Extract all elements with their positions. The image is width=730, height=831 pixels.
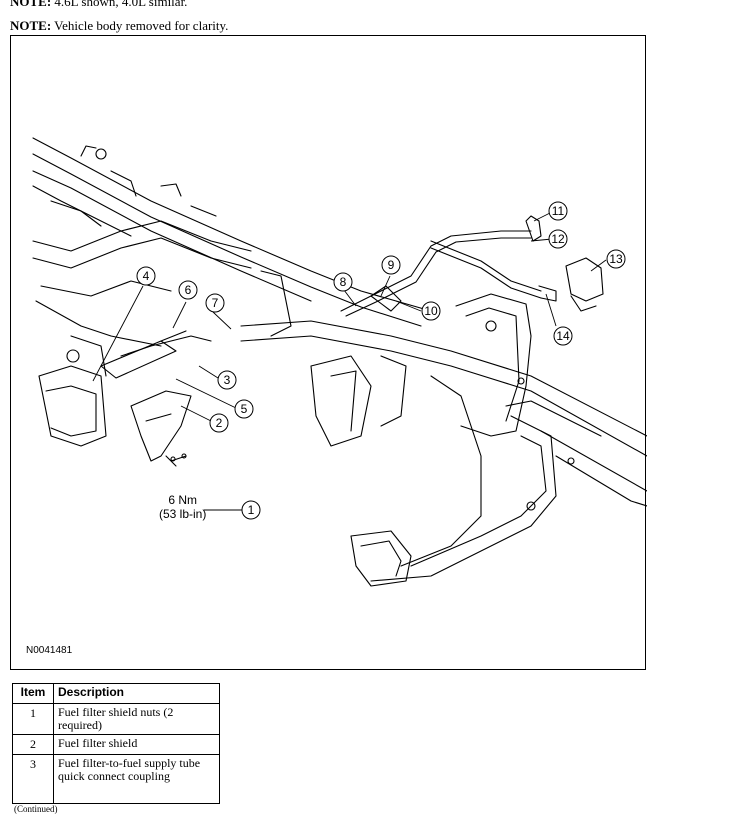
callout-4: 4: [143, 269, 150, 283]
note-label: NOTE:: [10, 18, 52, 33]
table-row: 2 Fuel filter shield: [12, 734, 220, 755]
table-header-row: Item Description: [12, 683, 220, 704]
table-row: 3 Fuel filter-to-fuel supply tube quick …: [12, 754, 220, 804]
callout-10: 10: [424, 304, 438, 318]
frame-line-drawing: 1 2 3 4 5 6 7 8 9 10 11 12 13 14: [32, 137, 647, 587]
figure-id: N0041481: [26, 645, 73, 656]
callout-11: 11: [552, 204, 565, 218]
item-number: 3: [12, 754, 54, 804]
item-number: 1: [12, 703, 54, 735]
table-row: 1 Fuel filter shield nuts (2 required): [12, 703, 220, 735]
callout-12: 12: [551, 232, 565, 246]
note-label: NOTE:: [10, 0, 52, 9]
callout-9: 9: [388, 258, 395, 272]
callout-3: 3: [224, 373, 231, 387]
callout-13: 13: [609, 252, 623, 266]
note-text: Vehicle body removed for clarity.: [51, 18, 229, 33]
callout-6: 6: [185, 283, 192, 297]
note-body-removed: NOTE: Vehicle body removed for clarity.: [10, 18, 228, 34]
note-engine: NOTE: 4.6L shown, 4.0L similar.: [10, 0, 187, 10]
torque-nm: 6 Nm: [168, 493, 198, 507]
torque-lbin: (53 lb-in): [159, 507, 207, 521]
callout-5: 5: [241, 402, 248, 416]
callout-2: 2: [216, 416, 223, 430]
torque-spec: 6 Nm (53 lb-in): [159, 493, 206, 521]
column-header-description: Description: [53, 683, 220, 704]
fuel-system-illustration: 1 2 3 4 5 6 7 8 9 10 11 12 13 14 6 Nm (5…: [10, 35, 647, 670]
callout-8: 8: [340, 275, 347, 289]
note-text: 4.6L shown, 4.0L similar.: [51, 0, 188, 9]
item-description: Fuel filter shield: [53, 734, 220, 755]
callout-14: 14: [556, 329, 570, 343]
callout-1: 1: [248, 503, 255, 517]
callout-7: 7: [212, 296, 219, 310]
item-description: Fuel filter-to-fuel supply tube quick co…: [53, 754, 220, 804]
item-description-table: Item Description 1 Fuel filter shield nu…: [12, 683, 220, 804]
column-header-item: Item: [12, 683, 54, 704]
item-description: Fuel filter shield nuts (2 required): [53, 703, 220, 735]
item-number: 2: [12, 734, 54, 755]
continued-note: (Continued): [14, 804, 58, 814]
